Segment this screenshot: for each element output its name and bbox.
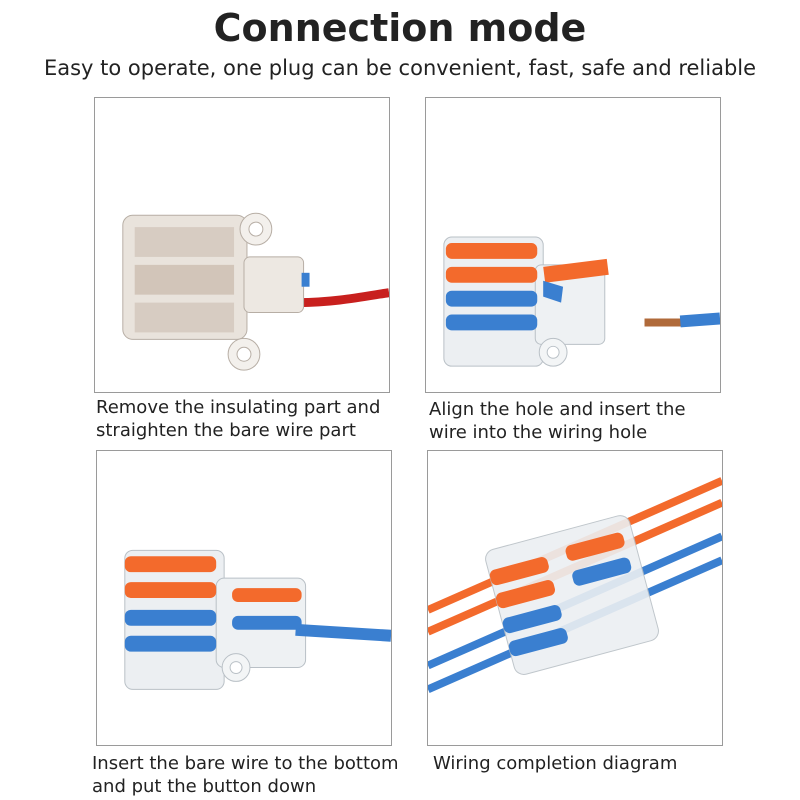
step-4-image	[427, 450, 723, 746]
page-subtitle: Easy to operate, one plug can be conveni…	[43, 56, 757, 80]
step-2-connector-illustration	[443, 236, 720, 367]
step-1-image	[94, 97, 390, 393]
step-3-caption-line2: and put the button down	[92, 776, 317, 797]
step-2-caption-line2: wire into the wiring hole	[429, 422, 648, 443]
step-3-image	[96, 450, 392, 746]
step-1-caption-line2: straighten the bare wire part	[96, 420, 356, 441]
step-2-caption: Align the hole and insert the wire into …	[429, 398, 686, 444]
step-2-image	[425, 97, 721, 393]
step-4-caption-line1: Wiring completion diagram	[433, 753, 678, 774]
step-1-caption: Remove the insulating part and straighte…	[96, 396, 380, 442]
step-4-connector-illustration	[428, 477, 722, 694]
step-3-caption: Insert the bare wire to the bottom and p…	[92, 752, 399, 798]
step-3-connector-illustration	[124, 549, 391, 690]
step-1-connector-illustration	[122, 212, 389, 371]
page-title: Connection mode	[213, 6, 587, 50]
step-3-caption-line1: Insert the bare wire to the bottom	[92, 753, 399, 774]
step-1-caption-line1: Remove the insulating part and	[96, 397, 381, 418]
step-4-caption: Wiring completion diagram	[433, 752, 677, 775]
step-2-caption-line1: Align the hole and insert the	[429, 399, 686, 420]
